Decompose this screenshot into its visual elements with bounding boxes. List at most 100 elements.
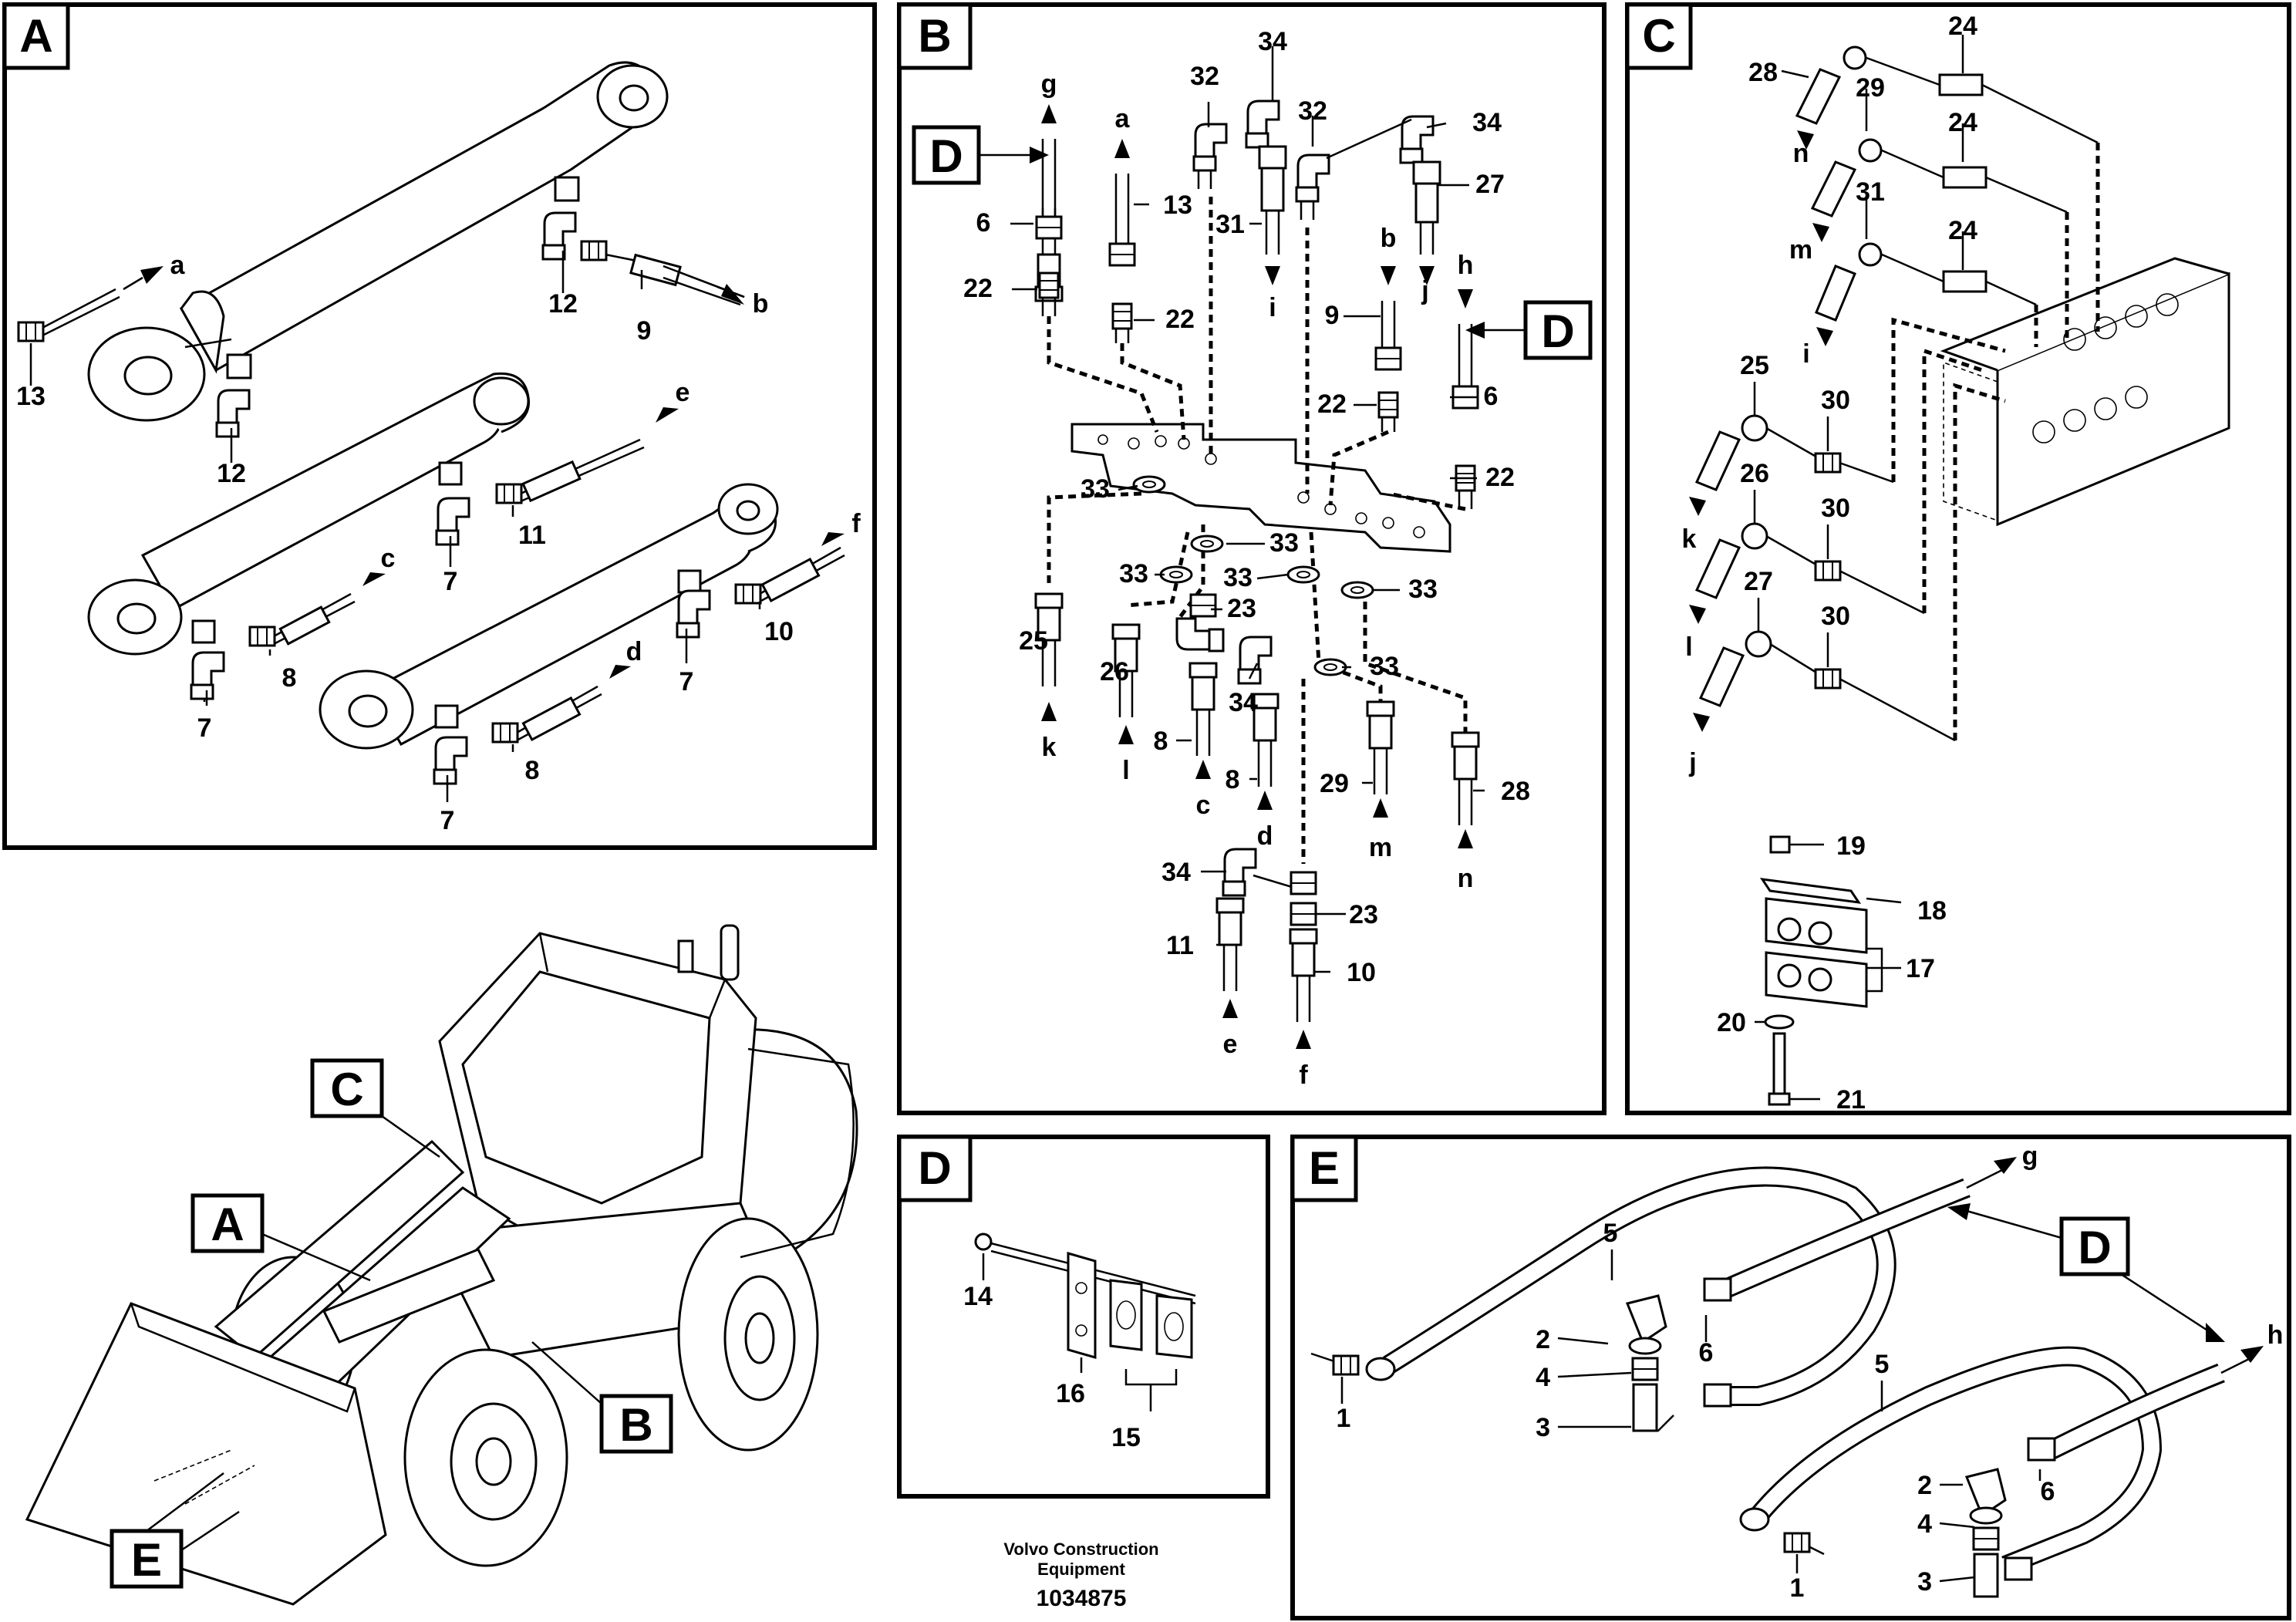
b-flow-j: j (1419, 266, 1435, 305)
svg-text:k: k (1682, 524, 1697, 554)
label-7c: 7 (679, 667, 694, 696)
panel-e: E D g (1290, 1135, 2291, 1620)
c-hose-28 (1795, 46, 2099, 144)
b-label-33e: 33 (1408, 575, 1438, 604)
svg-text:a: a (1115, 104, 1131, 133)
b-label-34c: 34 (1229, 688, 1258, 717)
b-flow-i: i (1265, 266, 1280, 322)
svg-text:i: i (1802, 339, 1809, 369)
svg-text:f: f (1299, 1061, 1308, 1090)
svg-text:b: b (753, 289, 769, 319)
b-flow-g: g (1041, 69, 1057, 123)
c-label-21: 21 (1836, 1085, 1866, 1114)
d-label-15: 15 (1111, 1423, 1141, 1452)
e-label-3a: 3 (1536, 1413, 1550, 1442)
e-label-3b: 3 (1917, 1567, 1932, 1597)
label-10: 10 (764, 617, 794, 646)
flow-arrow-b: b (716, 284, 769, 319)
b-flow-c: c (1195, 760, 1211, 820)
c-label-17: 17 (1906, 954, 1935, 983)
e-label-6a: 6 (1699, 1338, 1714, 1367)
panel-d: D 14 16 15 (897, 1135, 1270, 1499)
svg-text:i: i (1269, 293, 1276, 322)
c-hose-27 (1698, 630, 1956, 742)
label-7a: 7 (443, 567, 458, 596)
panel-d-letter: D (918, 1142, 951, 1194)
b-label-13: 13 (1163, 191, 1192, 220)
svg-text:n: n (1458, 864, 1474, 893)
wheel-loader-illustration (25, 924, 858, 1606)
b-flow-a: a (1114, 104, 1131, 158)
b-label-8a: 8 (1154, 727, 1168, 756)
d-ref-left: D (912, 125, 1049, 185)
c-hose-25 (1694, 414, 1894, 491)
hydraulic-cylinder-2 (87, 372, 645, 700)
loader-callout-a: A (190, 1193, 371, 1282)
c-hose-29 (1810, 138, 2068, 218)
svg-text:g: g (1041, 69, 1057, 99)
c-label-30a: 30 (1821, 386, 1850, 415)
svg-text:m: m (1789, 235, 1812, 265)
svg-text:D: D (1541, 305, 1574, 357)
label-9: 9 (637, 316, 652, 346)
c-label-24b: 24 (1948, 108, 1977, 137)
svg-text:k: k (1042, 733, 1057, 762)
b-label-29: 29 (1320, 769, 1349, 798)
c-label-30b: 30 (1821, 494, 1850, 523)
svg-text:b: b (1381, 224, 1397, 253)
svg-text:c: c (1196, 791, 1211, 820)
c-hose-31 (1815, 242, 2037, 322)
c-label-24c: 24 (1948, 216, 1977, 245)
e-label-2b: 2 (1917, 1471, 1932, 1500)
panel-b-letter: B (918, 10, 951, 62)
b-label-34b: 34 (1472, 108, 1502, 137)
b-label-9: 9 (1325, 301, 1340, 330)
b-flow-h: h (1458, 251, 1473, 309)
c-flow-m: m (1789, 223, 1829, 265)
c-label-18: 18 (1917, 896, 1947, 926)
clamp-assembly-c (1759, 835, 1868, 1106)
b-label-32a: 32 (1190, 62, 1219, 91)
svg-text:g: g (2022, 1141, 2038, 1171)
c-flow-l: l (1685, 605, 1706, 662)
b-flow-k: k (1041, 702, 1057, 762)
c-label-30c: 30 (1821, 602, 1850, 631)
e-label-6b: 6 (2041, 1477, 2055, 1506)
label-7d: 7 (440, 806, 455, 835)
svg-text:d: d (626, 637, 642, 666)
loader-callout-c: C (310, 1058, 440, 1158)
loader-callout-b: B (531, 1341, 673, 1454)
b-flow-l: l (1118, 725, 1134, 785)
svg-text:E: E (131, 1534, 162, 1586)
e-label-2a: 2 (1536, 1325, 1550, 1354)
loader-callout-e: E (110, 1472, 240, 1589)
flow-arrow-f: f (821, 509, 861, 546)
b-label-11: 11 (1166, 931, 1194, 960)
b-label-23b: 23 (1349, 900, 1378, 929)
hose-loop-lower: h (1739, 1320, 2284, 1598)
b-label-32b: 32 (1298, 96, 1327, 126)
panel-b: B D D (897, 2, 1607, 1115)
svg-text:j: j (1421, 276, 1428, 305)
b-label-22a: 22 (963, 274, 993, 303)
panel-a: A (2, 2, 877, 850)
b-label-6b: 6 (1484, 382, 1499, 411)
valve-block (1940, 257, 2230, 527)
label-12: 12 (217, 459, 246, 488)
svg-text:A: A (211, 1199, 244, 1250)
svg-text:l: l (1122, 756, 1129, 785)
c-label-26: 26 (1740, 459, 1769, 488)
c-label-29: 29 (1856, 73, 1885, 103)
flow-arrow-c: c (362, 544, 395, 586)
svg-text:m: m (1369, 833, 1392, 862)
publisher-footer: Volvo Construction Equipment 1034875 (1003, 1539, 1158, 1611)
svg-text:D: D (929, 130, 963, 182)
e-label-5a: 5 (1603, 1219, 1618, 1248)
d-ref-e: D (1947, 1203, 2225, 1342)
svg-text:h: h (2267, 1320, 2284, 1350)
b-label-26: 26 (1100, 657, 1129, 686)
panel-c: C (1625, 2, 2291, 1115)
b-flow-b: b (1381, 224, 1397, 285)
svg-text:j: j (1688, 748, 1696, 777)
